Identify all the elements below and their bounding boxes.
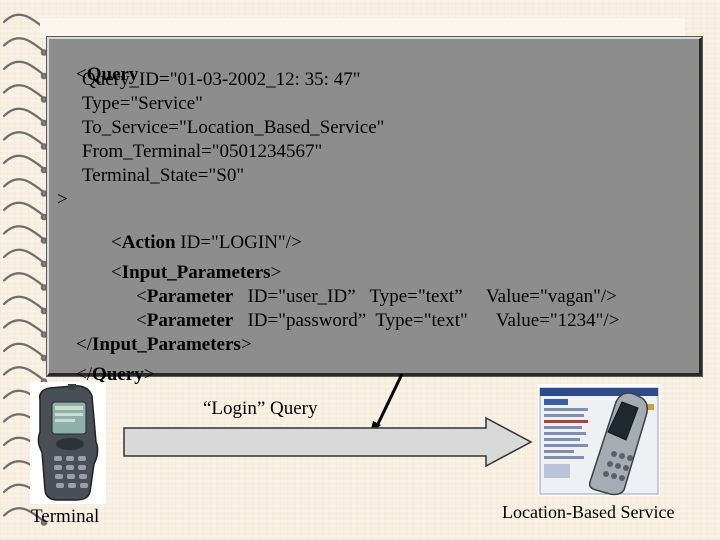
binding-hole — [40, 260, 48, 268]
binding-hole — [40, 96, 48, 103]
handheld-browser-icon — [538, 384, 660, 496]
mobile-phone-icon — [30, 382, 106, 504]
service-label: Location-Based Service — [502, 502, 675, 522]
binding-hole — [40, 49, 48, 56]
binding-hole — [40, 237, 48, 244]
binding-hole — [40, 190, 48, 197]
code-line: From_Terminal="0501234567" — [82, 141, 323, 162]
code-line: > — [57, 189, 68, 210]
terminal-label: Terminal — [31, 506, 100, 527]
code-line: <Parameter ID="user_ID” Type="text” Valu… — [136, 286, 617, 307]
arrow-label: “Login” Query — [203, 398, 318, 419]
binding-hole — [40, 519, 48, 526]
code-line: <Action ID="LOGIN"/> — [111, 232, 302, 253]
code-line: <Parameter ID="password” Type="text" Val… — [136, 310, 620, 331]
page-edge — [40, 18, 685, 38]
code-line: Type="Service" — [82, 93, 203, 114]
binding-hole — [40, 143, 48, 150]
binding-hole — [40, 284, 48, 291]
code-line: Terminal_State="S0" — [82, 165, 245, 186]
binding-hole — [40, 331, 48, 338]
binding-hole — [40, 72, 48, 80]
binding-hole — [40, 166, 48, 174]
code-line: </Query> — [76, 364, 155, 385]
binding-hole — [40, 213, 48, 221]
binding-hole — [40, 119, 48, 127]
binding-hole — [40, 307, 48, 315]
code-line: To_Service="Location_Based_Service" — [82, 117, 385, 138]
code-line: Query_ID="01-03-2002_12: 35: 47" — [82, 69, 361, 90]
binding-hole — [40, 354, 48, 362]
code-line: </Input_Parameters> — [76, 334, 252, 355]
code-line: <Input_Parameters> — [111, 262, 282, 283]
xml-query-panel: <Query Query_ID="01-03-2002_12: 35: 47" … — [47, 37, 702, 384]
code-line: <Query — [76, 64, 139, 85]
